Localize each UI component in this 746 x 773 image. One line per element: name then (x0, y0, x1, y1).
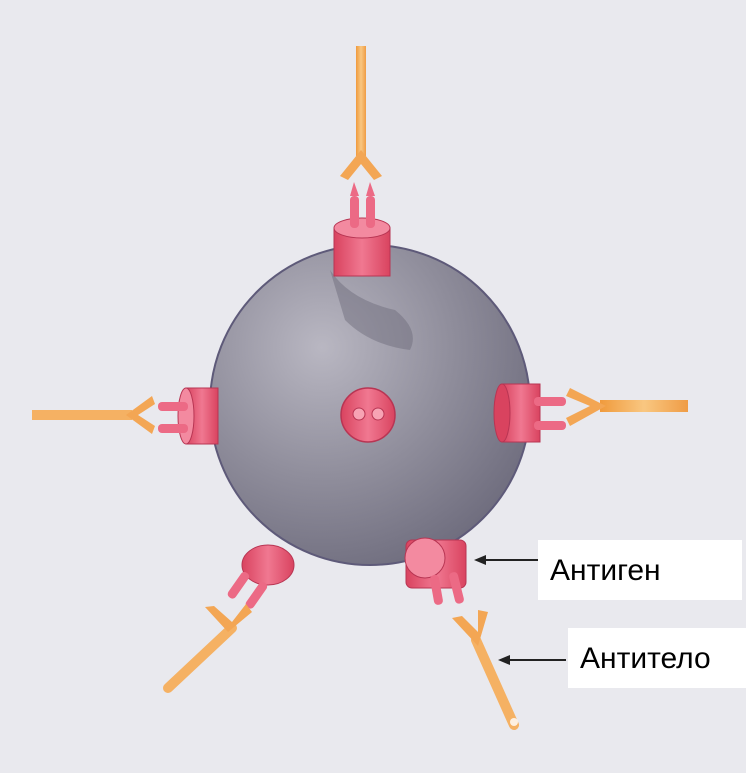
antigen-right-icon (494, 384, 566, 442)
antibody-top-icon (340, 46, 382, 180)
antigen-pointer-arrow (474, 555, 540, 565)
antigen-center-icon (341, 388, 395, 442)
antibody-left-icon (32, 396, 155, 434)
antibody-right-icon (566, 388, 688, 426)
antibody-bottom-right-icon (452, 610, 518, 726)
antibody-bottom-left-icon (168, 604, 252, 688)
antigen-bottom-left-icon (226, 545, 294, 610)
antigen-label: Антиген (538, 540, 742, 600)
antigen-left-icon (158, 388, 218, 444)
antigen-bottom-right-icon (405, 538, 466, 605)
antibody-label: Антитело (568, 628, 746, 688)
antibody-pointer-arrow (498, 655, 566, 665)
antigen-top-icon (334, 182, 390, 276)
